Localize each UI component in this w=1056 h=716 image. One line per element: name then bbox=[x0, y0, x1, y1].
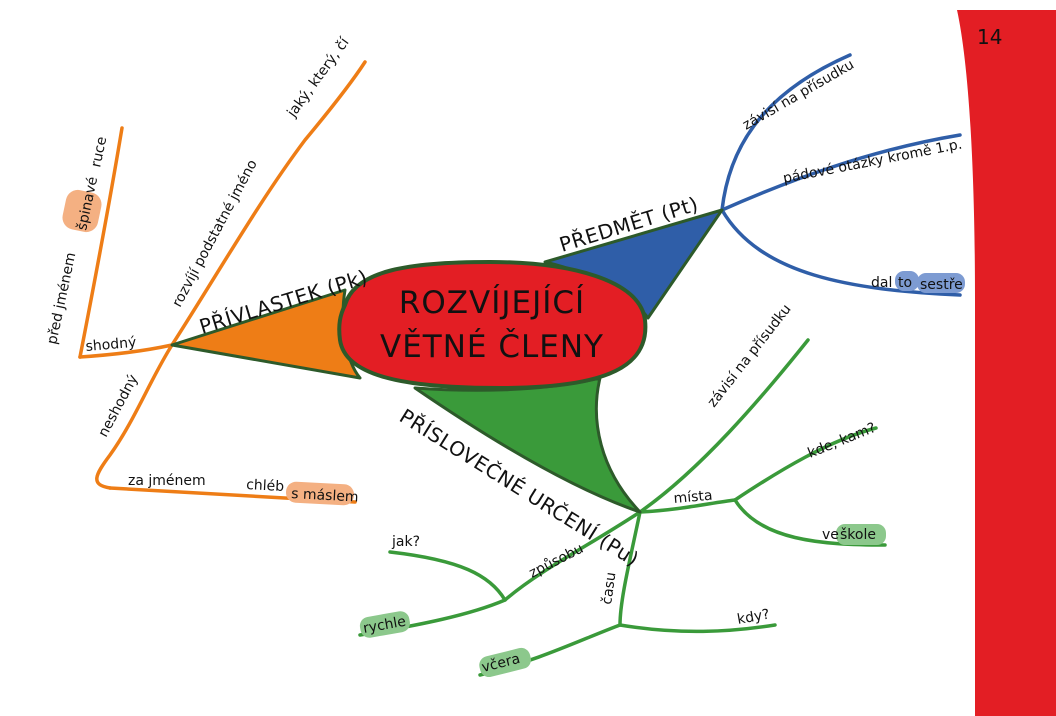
predmet-ex-hl1: to bbox=[898, 275, 912, 291]
hl-to bbox=[895, 271, 919, 291]
prvlastek-rozviji: rozvíjí podstatné jméno bbox=[169, 157, 260, 310]
urceni-skole: škole bbox=[840, 527, 876, 543]
hl-vcera bbox=[479, 647, 531, 678]
prvlastek-branches bbox=[78, 60, 367, 504]
predmet-zavisi: závisí na přísudku bbox=[740, 57, 857, 134]
page-number: 14 bbox=[977, 25, 1002, 49]
urceni-line-casu bbox=[618, 510, 642, 627]
predmet-line-dal bbox=[720, 208, 962, 297]
urceni-kdy: kdy? bbox=[736, 607, 771, 628]
predmet-ex-hl2: sestře bbox=[920, 277, 963, 293]
urceni-jak: jak? bbox=[391, 534, 420, 550]
predmet-ex-start: dal bbox=[871, 275, 892, 291]
urceni-rychle: rychle bbox=[362, 614, 407, 637]
prvlastek-ex1-rest: ruce bbox=[88, 135, 110, 169]
urceni-zavisi: závisí na přísudku bbox=[705, 301, 795, 410]
urceni-line-jak bbox=[388, 550, 507, 602]
page-sidebar bbox=[957, 10, 1056, 716]
urceni-branches bbox=[358, 338, 887, 677]
urceni-line-mista bbox=[638, 498, 737, 514]
prvlastek-line-rozviji bbox=[170, 60, 367, 347]
prvlastek-line-shodny bbox=[78, 343, 174, 359]
center-title-line1: ROZVÍJEJÍCÍ bbox=[399, 285, 585, 321]
prvlastek-pred-jmenem: před jménem bbox=[44, 251, 79, 346]
center-node bbox=[337, 259, 648, 391]
hl-rychle bbox=[359, 611, 410, 638]
urceni-line-zavisi bbox=[638, 338, 810, 514]
prvlastek-neshodny: neshodný bbox=[95, 372, 141, 440]
hl-skole bbox=[836, 524, 886, 545]
urceni-kde: kde, kam? bbox=[806, 420, 879, 462]
prvlastek-ex2-highlight: s máslem bbox=[291, 486, 359, 506]
urceni-casu: času bbox=[599, 571, 619, 605]
hl-sestre bbox=[917, 273, 965, 293]
prvlastek-za-jmenem: za jménem bbox=[128, 473, 206, 489]
prvlastek-ex2-start: chléb bbox=[246, 477, 285, 495]
predmet-otazky: pádové otázky kromě 1.p. bbox=[782, 136, 964, 186]
predmet-line-zavisi bbox=[720, 53, 852, 212]
predmet-line-otazky bbox=[720, 133, 962, 212]
urceni-mista: místa bbox=[673, 488, 713, 507]
urceni-line-kdy bbox=[618, 623, 777, 634]
hl-spinave bbox=[62, 189, 102, 233]
urceni-ve: ve bbox=[822, 527, 839, 543]
prvlastek-shodny: shodný bbox=[85, 335, 137, 355]
hl-s-maslem bbox=[285, 481, 354, 506]
center-title-line2: VĚTNÉ ČLENY bbox=[380, 328, 604, 365]
urceni-line-kde bbox=[733, 426, 878, 502]
urceni-zpusobu: způsobu bbox=[527, 541, 587, 582]
predmet-branches bbox=[720, 53, 962, 297]
prvlastek-line-neshodny bbox=[95, 343, 174, 490]
urceni-wedge bbox=[413, 376, 642, 514]
prvlastek-line-pred bbox=[78, 126, 124, 359]
prvlastek-otazky: jaký, který, čí bbox=[284, 34, 353, 121]
